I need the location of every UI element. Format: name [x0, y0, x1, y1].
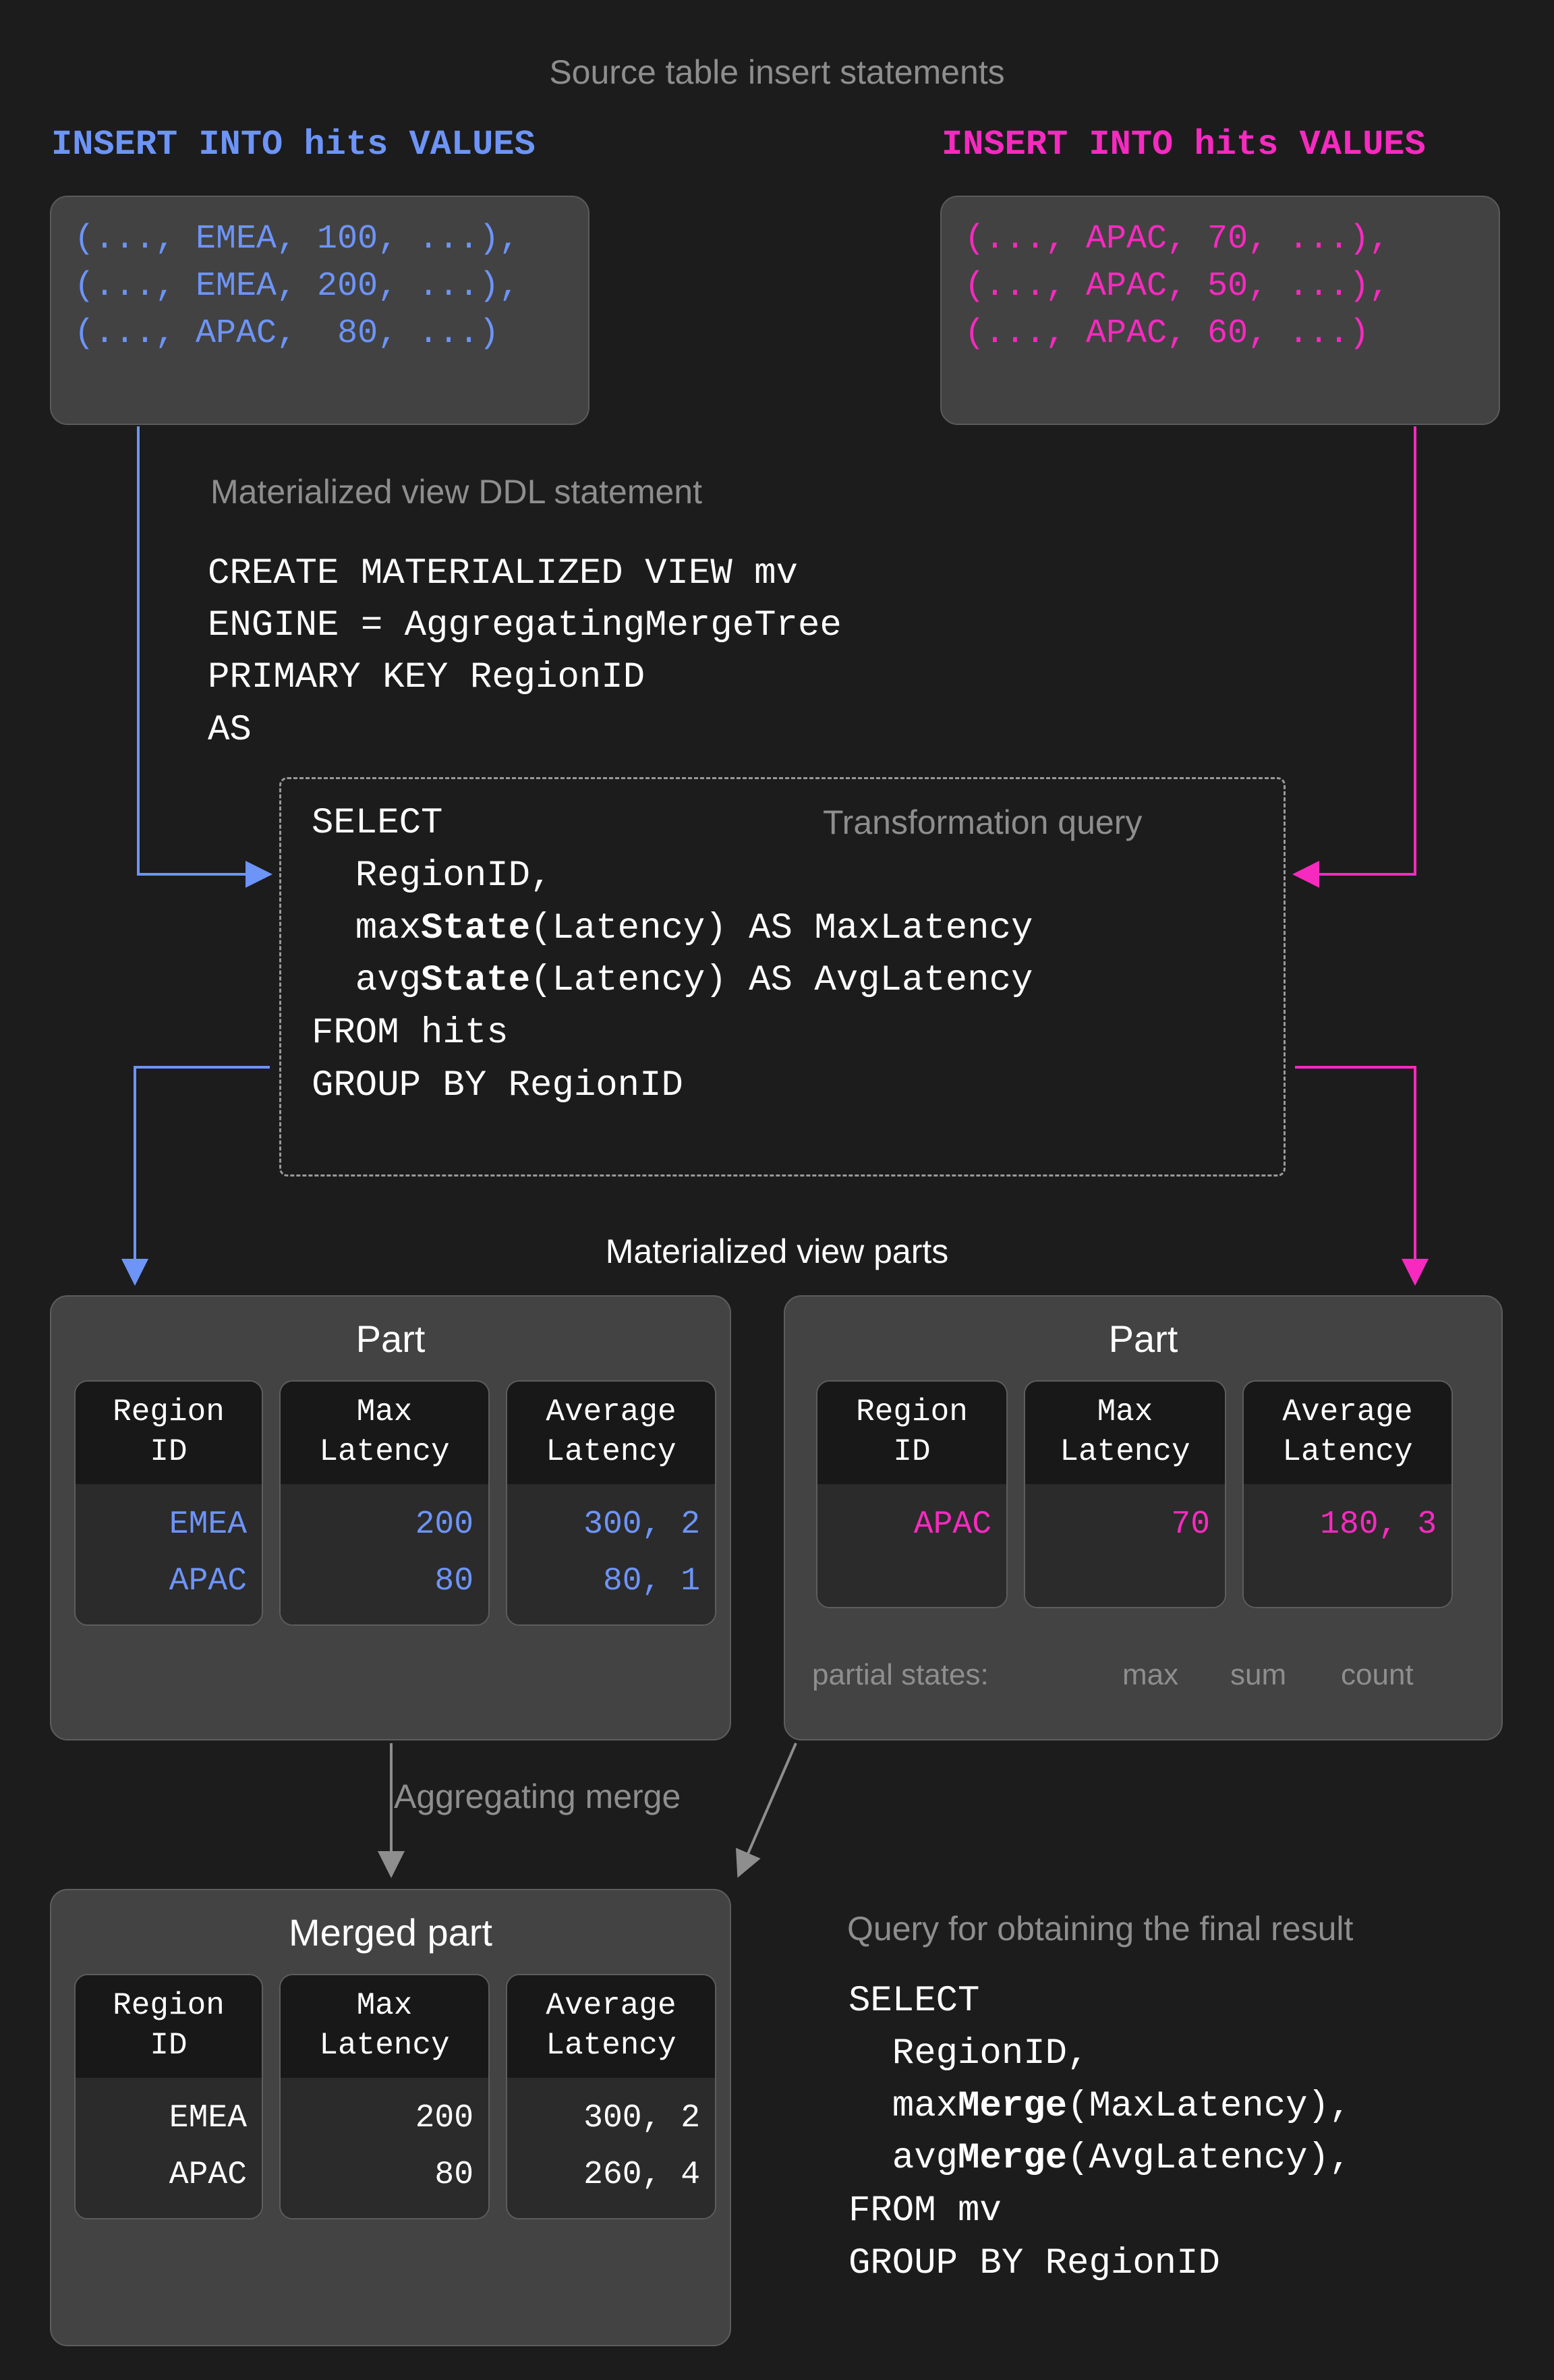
table-cell: 260, 4	[583, 2156, 700, 2193]
column-header: Average Latency	[507, 1382, 715, 1484]
insert-row: (..., APAC, 70, ...),	[965, 220, 1390, 258]
table-cell: APAC	[913, 1506, 991, 1543]
partial-state-count: count	[1341, 1658, 1414, 1691]
query-line: SELECT	[312, 803, 443, 844]
column-header: Average Latency	[1244, 1382, 1451, 1484]
table-cell: 300, 2	[583, 1506, 700, 1543]
transformation-query-box	[279, 777, 1286, 1177]
final-query-block: SELECT RegionID, maxMerge(MaxLatency), a…	[848, 1975, 1351, 2290]
column-average-latency: Average Latency 180, 3	[1242, 1380, 1453, 1608]
transformation-query-heading: Transformation query	[823, 803, 1143, 841]
insert-row: (..., EMEA, 200, ...),	[74, 267, 520, 306]
table-cell: 70	[1171, 1506, 1210, 1543]
final-query-line: avgMerge(AvgLatency),	[848, 2138, 1352, 2180]
partial-states-label: partial states:	[812, 1658, 989, 1691]
column-header: Region ID	[817, 1382, 1006, 1484]
partial-state-sum: sum	[1230, 1658, 1287, 1691]
insert-values-box-blue: (..., EMEA, 100, ...), (..., EMEA, 200, …	[50, 196, 589, 425]
arrow-merge-from-right-part	[735, 1743, 797, 1878]
mv-ddl-heading: Materialized view DDL statement	[210, 473, 702, 511]
column-header: Region ID	[76, 1975, 262, 2078]
query-line: RegionID,	[312, 855, 552, 897]
column-header: Max Latency	[1025, 1382, 1225, 1484]
column-max-latency: Max Latency 200 80	[279, 1380, 490, 1626]
column-header: Region ID	[76, 1382, 262, 1484]
insert-statement-blue-header: INSERT INTO hits VALUES	[51, 125, 536, 165]
merged-part-card: Merged part Region ID EMEA APAC Max Late…	[50, 1889, 731, 2346]
column-region-id: Region ID EMEA APAC	[74, 1974, 263, 2219]
column-region-id: Region ID APAC	[816, 1380, 1008, 1608]
column-header: Max Latency	[281, 1382, 488, 1484]
mv-parts-heading: Materialized view parts	[605, 1232, 949, 1270]
insert-row: (..., EMEA, 100, ...),	[74, 220, 520, 258]
part-title: Part	[1108, 1318, 1178, 1360]
ddl-line: ENGINE = AggregatingMergeTree	[208, 605, 842, 647]
partial-state-max: max	[1122, 1658, 1179, 1691]
arrow-pink-insert-to-query	[1292, 426, 1416, 888]
final-query-line: maxMerge(MaxLatency),	[848, 2085, 1352, 2127]
aggregating-merge-label: Aggregating merge	[394, 1778, 681, 1815]
column-average-latency: Average Latency 300, 2 80, 1	[506, 1380, 716, 1626]
query-line: avgState(Latency) AS AvgLatency	[312, 960, 1033, 1002]
table-cell: 80	[434, 2156, 473, 2193]
table-cell: 200	[415, 1506, 473, 1543]
final-query-heading: Query for obtaining the final result	[847, 1910, 1354, 1948]
table-cell: 300, 2	[583, 2099, 700, 2136]
table-cell: EMEA	[169, 2099, 247, 2136]
table-cell: APAC	[169, 1562, 247, 1599]
ddl-line: CREATE MATERIALIZED VIEW mv	[208, 553, 798, 594]
column-average-latency: Average Latency 300, 2 260, 4	[506, 1974, 716, 2219]
ddl-line: AS	[208, 709, 252, 751]
ddl-line: PRIMARY KEY RegionID	[208, 657, 645, 699]
final-query-line: GROUP BY RegionID	[848, 2242, 1220, 2284]
insert-statement-pink-header: INSERT INTO hits VALUES	[942, 125, 1426, 165]
column-region-id: Region ID EMEA APAC	[74, 1380, 263, 1626]
insert-row: (..., APAC, 60, ...)	[965, 314, 1370, 353]
table-cell: EMEA	[169, 1506, 247, 1543]
column-header: Average Latency	[507, 1975, 715, 2078]
table-cell: 80	[434, 1562, 473, 1599]
insert-row: (..., APAC, 80, ...)	[74, 314, 500, 353]
table-cell: APAC	[169, 2156, 247, 2193]
table-cell: 200	[415, 2099, 473, 2136]
final-query-line: RegionID,	[848, 2033, 1089, 2074]
insert-values-box-pink: (..., APAC, 70, ...), (..., APAC, 50, ..…	[940, 196, 1500, 425]
part-card-blue: Part Region ID EMEA APAC Max Latency 200…	[50, 1295, 731, 1740]
mv-ddl-block: CREATE MATERIALIZED VIEW mv ENGINE = Agg…	[208, 548, 842, 756]
column-header: Max Latency	[281, 1975, 488, 2078]
column-max-latency: Max Latency 70	[1024, 1380, 1226, 1608]
table-cell: 180, 3	[1320, 1506, 1437, 1543]
part-title: Part	[355, 1318, 426, 1360]
insert-row: (..., APAC, 50, ...),	[965, 267, 1390, 306]
final-query-line: FROM mv	[848, 2190, 1002, 2232]
merged-part-title: Merged part	[289, 1911, 492, 1954]
query-line: GROUP BY RegionID	[312, 1065, 683, 1106]
query-line: FROM hits	[312, 1013, 509, 1054]
query-line: maxState(Latency) AS MaxLatency	[312, 907, 1033, 949]
column-max-latency: Max Latency 200 80	[279, 1974, 490, 2219]
table-cell: 80, 1	[602, 1562, 700, 1599]
transformation-query-block: SELECT RegionID, maxState(Latency) AS Ma…	[312, 797, 1033, 1112]
source-inserts-heading: Source table insert statements	[549, 53, 1005, 91]
final-query-line: SELECT	[848, 1981, 980, 2022]
part-card-pink: Part Region ID APAC Max Latency 70 Avera…	[784, 1295, 1503, 1740]
